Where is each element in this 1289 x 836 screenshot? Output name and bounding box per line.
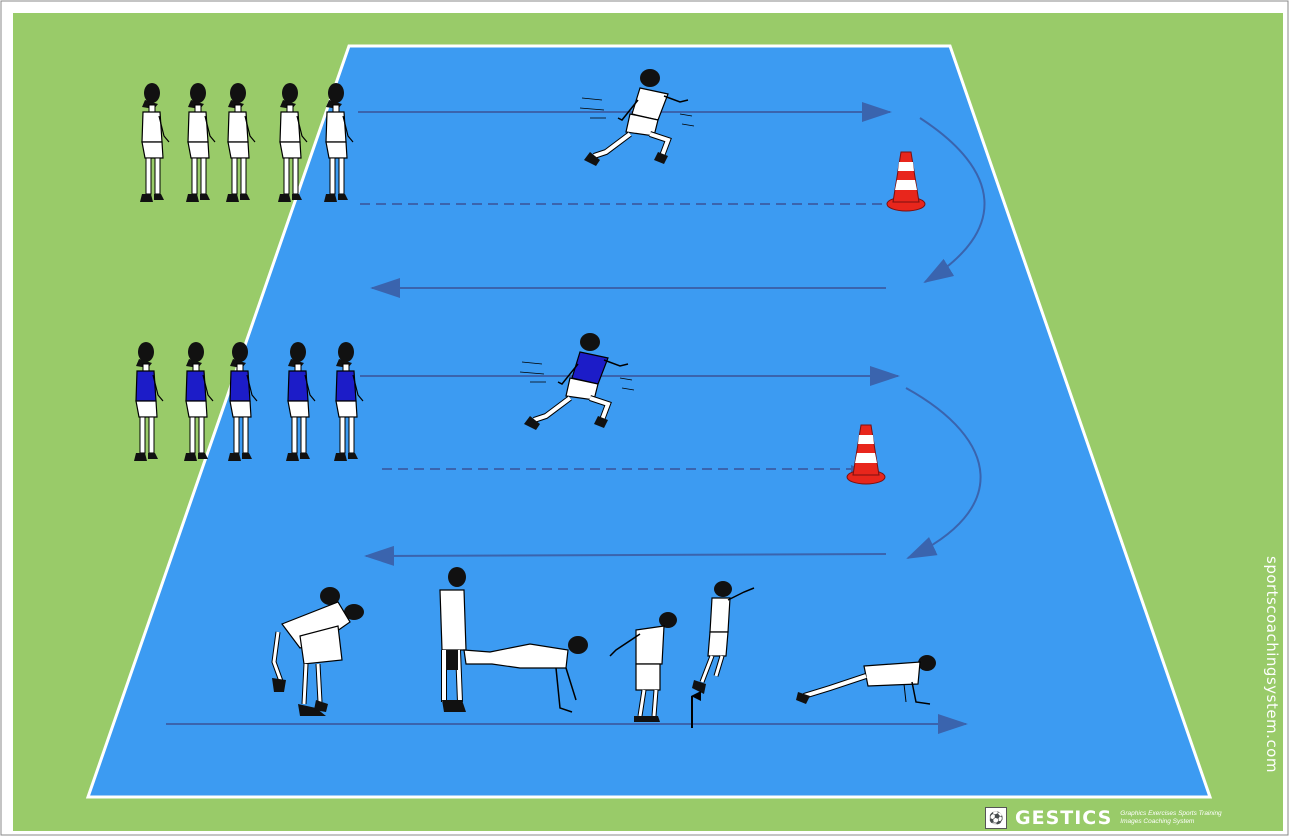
brand-name: GESTICS (1015, 807, 1112, 829)
brand-logo-block: ⚽ GESTICS Graphics Exercises Sports Trai… (985, 805, 1222, 831)
brand-tagline: Graphics Exercises Sports Training Image… (1120, 810, 1221, 826)
brand-tagline-line-2: Images Coaching System (1120, 818, 1221, 826)
brand-icon: ⚽ (985, 807, 1007, 829)
watermark-text: sportscoachingsystem.com (1263, 556, 1281, 773)
brand-tagline-line-1: Graphics Exercises Sports Training (1120, 810, 1221, 818)
